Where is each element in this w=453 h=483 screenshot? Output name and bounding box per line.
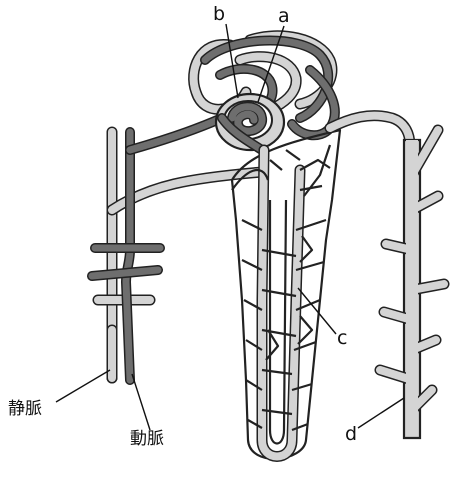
collecting-duct (380, 130, 444, 438)
label-vein: 静脈 (8, 399, 42, 419)
vein-vessel (98, 132, 262, 378)
label-artery: 動脈 (130, 429, 164, 449)
distal-tubule (330, 116, 410, 146)
label-c: c (337, 327, 347, 349)
label-d: d (345, 423, 357, 445)
label-b: b (213, 3, 225, 25)
label-a: a (278, 5, 290, 27)
